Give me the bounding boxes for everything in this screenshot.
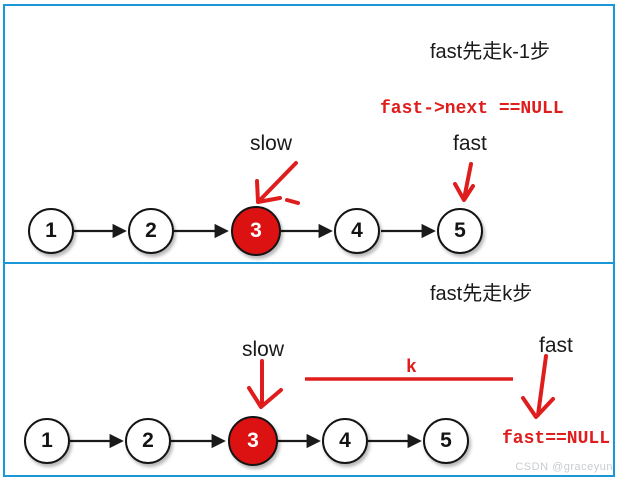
top-slow-label: slow [250, 132, 293, 155]
top-fast-label: fast [453, 132, 487, 155]
bottom-node-5: 5 [423, 418, 469, 464]
bottom-fast-label: fast [539, 334, 573, 357]
panel-divider [3, 262, 615, 264]
watermark: CSDN @graceyun [515, 461, 613, 473]
top-node-5: 5 [437, 208, 483, 254]
k-distance-label: k [406, 358, 417, 378]
bottom-condition-text: fast==NULL [502, 429, 611, 449]
bottom-node-1: 1 [24, 418, 70, 464]
bottom-node-2: 2 [125, 418, 171, 464]
bottom-slow-label: slow [242, 338, 285, 361]
top-condition-text: fast->next ==NULL [380, 99, 564, 119]
top-node-2: 2 [128, 208, 174, 254]
top-panel-title: fast先走k-1步 [430, 41, 551, 63]
bottom-panel-title: fast先走k步 [430, 283, 533, 305]
top-node-4: 4 [334, 208, 380, 254]
bottom-node-4: 4 [322, 418, 368, 464]
top-node-1: 1 [28, 208, 74, 254]
bottom-node-3-highlighted: 3 [228, 416, 278, 466]
outer-border [3, 4, 615, 477]
top-node-3-highlighted: 3 [231, 206, 281, 256]
